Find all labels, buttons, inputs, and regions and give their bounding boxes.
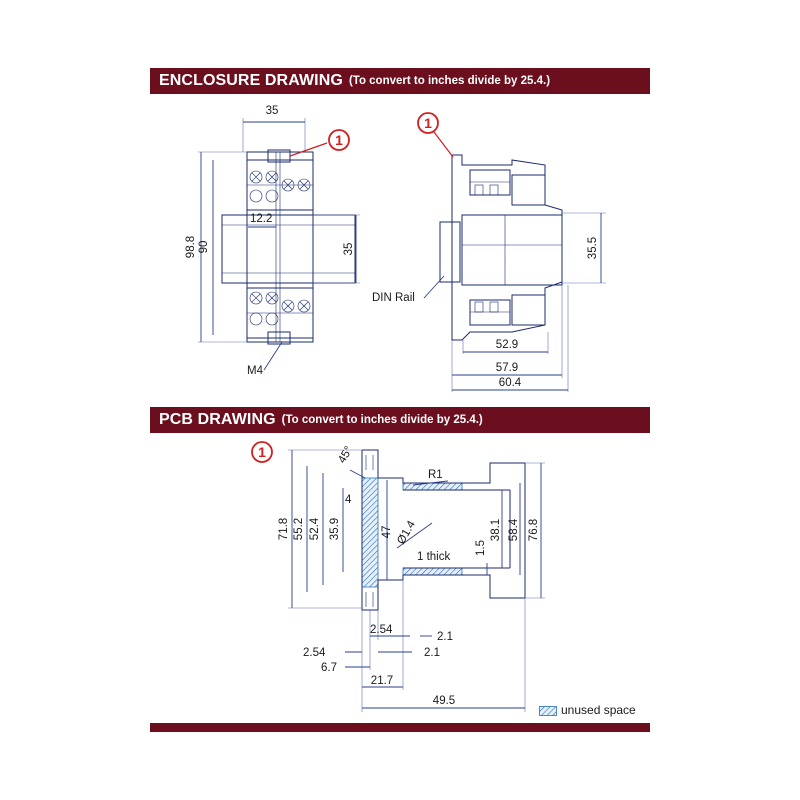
enclosure-note: (To convert to inches divide by 25.4.) [348,75,551,87]
dim-width-top: 35 [266,105,279,117]
dim-hole: Ø1.4 [395,518,418,546]
svg-text:1: 1 [424,115,432,131]
pcb-hatch-bottom [402,567,463,576]
dim-h-52-4: 52.4 [309,517,321,540]
footer-bar [150,723,650,732]
dim-height-inner: 90 [198,241,210,254]
enclosure-side-view: 35.5 52.9 57.9 60.4 DIN Rail 1 [372,112,606,392]
legend-swatch [539,706,557,716]
dim-w-6-7: 6.7 [321,662,337,674]
svg-text:1: 1 [335,132,343,148]
dim-screw: M4 [247,365,264,377]
pcb-view: 71.8 55.2 52.4 35.9 47 4 45° 76.8 58.4 3… [251,441,545,712]
dim-h-76-8: 76.8 [528,519,540,541]
dim-w-21-7: 21.7 [371,675,393,687]
legend-label: unused space [561,703,636,717]
dim-w-2-1-b: 2.1 [424,647,440,659]
dim-h-1-5: 1.5 [475,540,487,556]
dim-h-55-2: 55.2 [293,518,305,540]
enclosure-title: ENCLOSURE DRAWING [159,72,343,89]
dim-thickness: 1 thick [417,551,450,563]
dim-height-outer: 98.8 [185,236,197,258]
pcb-header: PCB DRAWING (To convert to inches divide… [150,407,650,433]
dim-w-2-1-a: 2.1 [437,631,453,643]
svg-text:1: 1 [258,444,266,460]
dim-w-49-5: 49.5 [433,695,455,707]
dim-side-height: 35.5 [587,237,599,259]
dim-w-2-54-a: 2.54 [370,624,393,636]
enclosure-front-view: 35 98.8 90 35 12.2 M4 1 [185,105,360,377]
enclosure-callout-front [328,129,350,151]
dim-angle: 45° [336,444,355,465]
pcb-note: (To convert to inches divide by 25.4.) [281,414,483,426]
pcb-hatch-left [361,477,379,588]
dim-h-35-9: 35.9 [329,518,341,540]
dim-h-58-4: 58.4 [508,518,520,541]
pcb-callout [251,441,273,463]
dim-pitch: 12.2 [250,213,272,225]
dim-depth-2: 57.9 [496,362,518,374]
enclosure-callout-side [417,112,439,134]
front-screws [249,170,311,326]
pcb-title: PCB DRAWING [159,411,276,428]
pcb-hatch-top [402,482,463,491]
dim-rail-width: 35 [343,243,355,256]
dim-radius: R1 [428,469,443,481]
dim-h-71-8: 71.8 [278,518,290,540]
side-din-rail [439,221,461,283]
dim-h-47: 47 [381,526,393,539]
dim-slot-4: 4 [345,494,352,506]
dim-w-2-54-b: 2.54 [303,647,326,659]
din-rail-label: DIN Rail [372,292,415,304]
enclosure-header: ENCLOSURE DRAWING (To convert to inches … [150,68,650,94]
dim-depth-3: 60.4 [499,377,522,389]
dim-depth-1: 52.9 [496,339,518,351]
front-din-rail [221,214,356,284]
dim-h-38-1: 38.1 [490,519,502,541]
